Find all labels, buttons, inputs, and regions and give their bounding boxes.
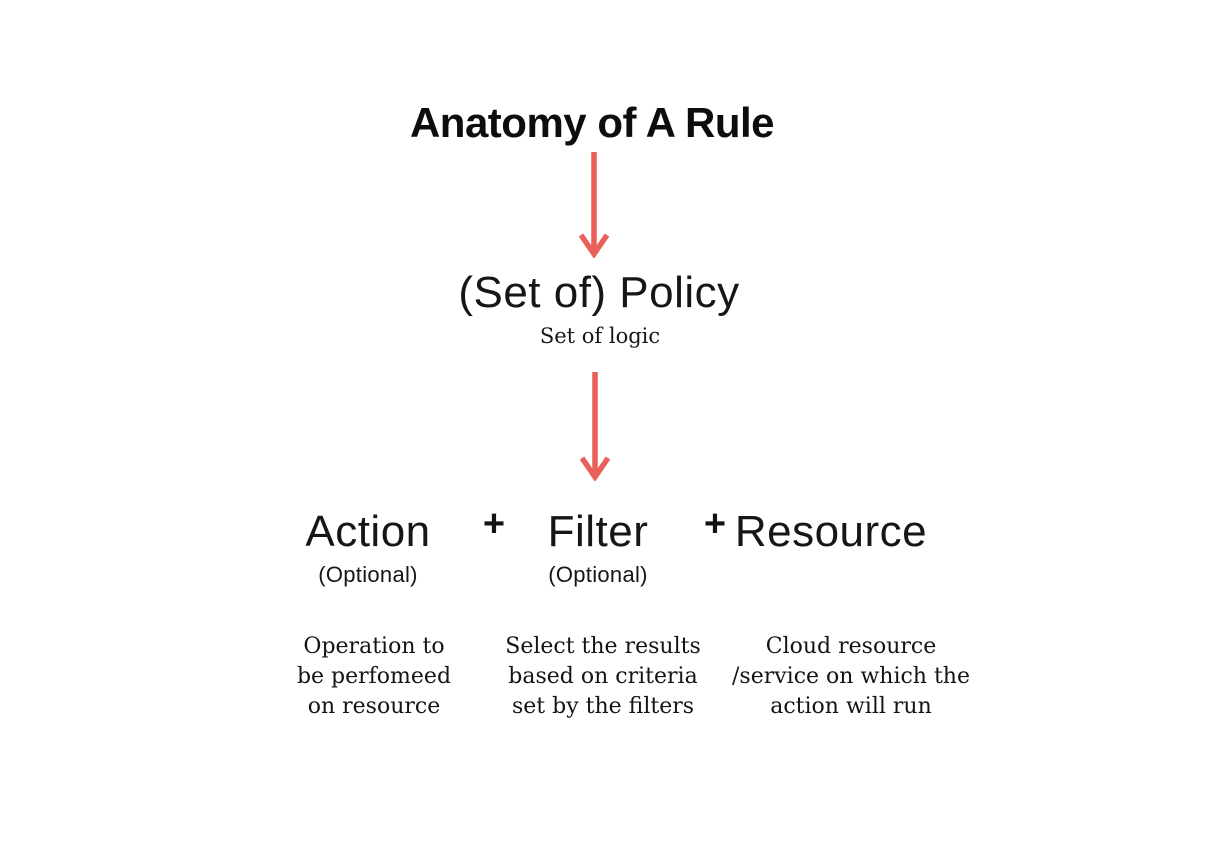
optional-note-action: (Optional) <box>318 562 418 587</box>
arrow-down-icon <box>578 152 610 258</box>
description-resource: Cloud resource /service on which the act… <box>732 634 970 719</box>
description-filter: Select the results based on criteria set… <box>505 634 701 719</box>
arrow-head <box>579 456 611 481</box>
plus-operator-icon: + <box>482 503 506 545</box>
page-title: Anatomy of A Rule <box>409 99 775 146</box>
component-label-filter: Filter <box>547 507 649 556</box>
description-action: Operation to be perfomeed on resource <box>296 634 452 719</box>
component-label-action: Action <box>305 507 431 556</box>
policy-sublabel: Set of logic <box>539 324 661 348</box>
component-label-resource: Resource <box>734 507 928 556</box>
policy-label: (Set of) Policy <box>458 268 740 317</box>
optional-note-filter: (Optional) <box>548 562 648 587</box>
plus-operator-icon: + <box>703 503 727 545</box>
arrow-down-icon <box>579 372 611 481</box>
arrow-head <box>578 233 610 258</box>
